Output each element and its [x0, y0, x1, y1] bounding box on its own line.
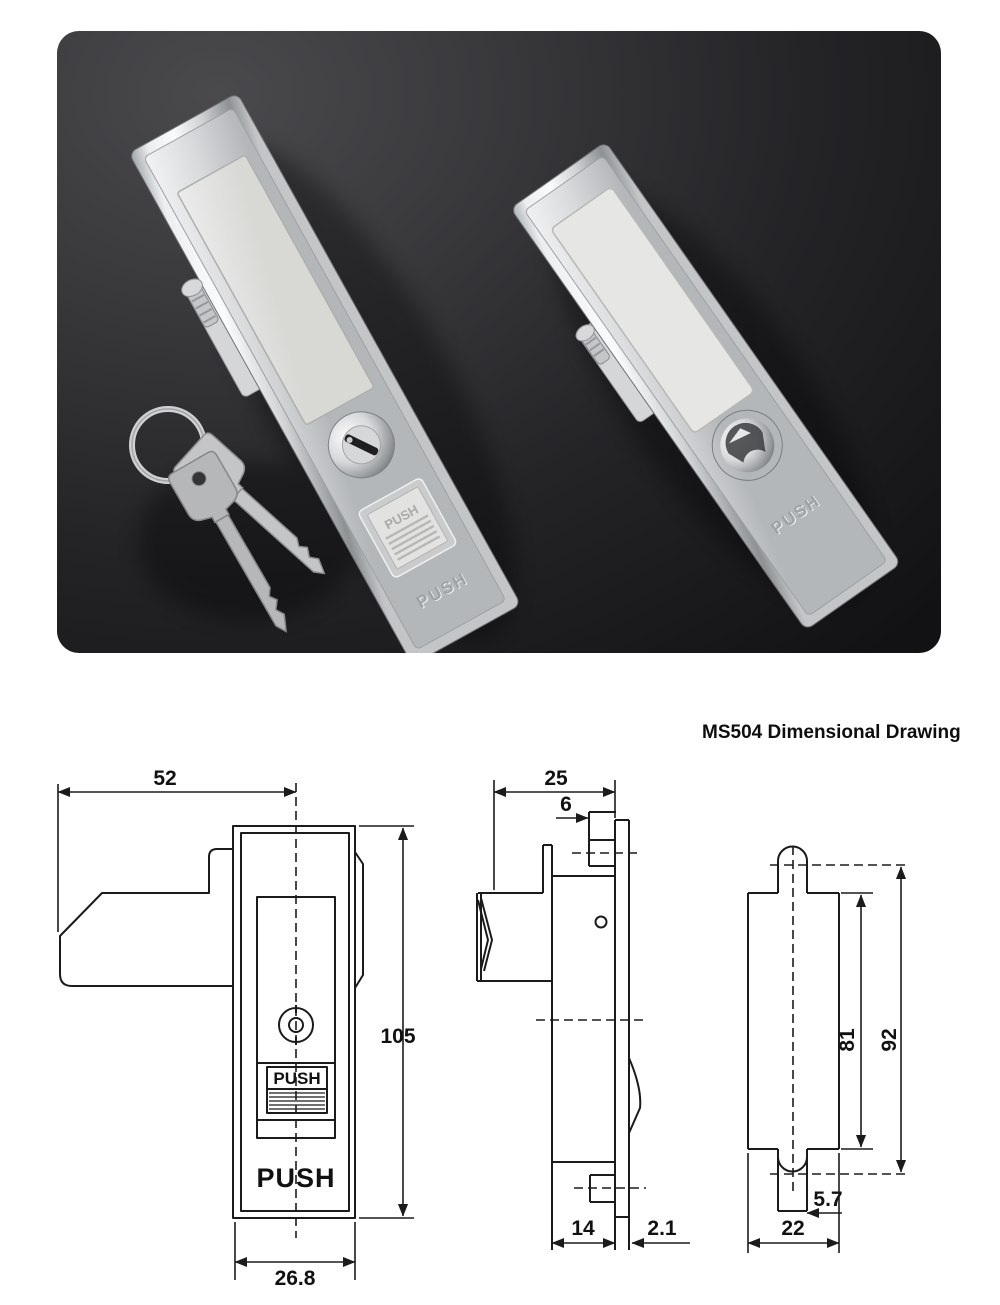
- key-lower: [167, 450, 288, 633]
- mount-hole: [594, 915, 608, 929]
- front-flange: [614, 819, 630, 1250]
- right-lock: PUSH PUSH: [513, 144, 899, 628]
- left-lock-screw: [181, 278, 219, 328]
- left-lock-push-button[interactable]: PUSH: [358, 477, 458, 578]
- svg-text:105: 105: [380, 1025, 415, 1048]
- latch-arm-profile: [59, 848, 233, 987]
- cutout-view: 81 92 5.7 22: [747, 845, 907, 1253]
- front-view-outline: [59, 825, 364, 1219]
- right-lock-flat-button[interactable]: [551, 187, 755, 434]
- side-view-centerlines: [536, 852, 646, 1189]
- front-view-button-label: PUSH: [273, 1069, 320, 1088]
- dim-25: 25: [493, 767, 616, 890]
- dim-105: 105: [359, 825, 416, 1219]
- dim-5.7: 5.7: [806, 1188, 843, 1219]
- dim-52: 52: [57, 767, 297, 932]
- svg-text:22: 22: [781, 1217, 804, 1240]
- svg-text:6: 6: [560, 793, 572, 816]
- dim-26.8: 26.8: [234, 1222, 356, 1290]
- dim-6: 6: [556, 793, 589, 824]
- svg-text:14: 14: [571, 1217, 595, 1240]
- bottom-notch: [777, 1149, 808, 1212]
- button-hatch: [269, 1092, 325, 1110]
- drawing-title: MS504 Dimensional Drawing: [702, 722, 961, 743]
- side-view-outline: [476, 811, 642, 1250]
- left-lock-flat-button[interactable]: [177, 155, 374, 425]
- svg-text:25: 25: [544, 767, 568, 790]
- right-lock-knob[interactable]: [699, 397, 796, 494]
- side-view: 25 6 14 2.1: [476, 767, 690, 1250]
- dim-2.1: 2.1: [631, 1217, 690, 1249]
- dim-81: 81: [836, 892, 873, 1150]
- product-photo: PUSH PUSH PUSH: [57, 31, 941, 653]
- right-lock-screw: [575, 324, 610, 365]
- dim-14: 14: [551, 1217, 616, 1249]
- svg-text:2.1: 2.1: [647, 1217, 677, 1240]
- spring-clip: [628, 1057, 642, 1134]
- side-bump: [354, 851, 364, 989]
- svg-text:92: 92: [878, 1028, 901, 1051]
- dim-92: 92: [878, 866, 907, 1173]
- front-view: PUSH PUSH 52 105: [57, 767, 416, 1290]
- front-view-push-button: PUSH: [266, 1066, 328, 1114]
- product-photo-canvas: PUSH PUSH PUSH: [129, 95, 899, 653]
- svg-text:81: 81: [836, 1028, 859, 1052]
- left-lock: PUSH PUSH PUSH: [131, 95, 519, 653]
- cutout-centerlines: [770, 846, 906, 1196]
- top-tab: [588, 811, 616, 867]
- left-lock-key-cylinder[interactable]: [317, 400, 407, 490]
- svg-text:5.7: 5.7: [813, 1188, 842, 1211]
- dimensional-drawing: PUSH PUSH 52 105: [57, 767, 907, 1290]
- dim-22: 22: [747, 1153, 840, 1253]
- svg-text:52: 52: [153, 767, 176, 790]
- keys: [129, 406, 326, 633]
- svg-text:26.8: 26.8: [275, 1267, 316, 1290]
